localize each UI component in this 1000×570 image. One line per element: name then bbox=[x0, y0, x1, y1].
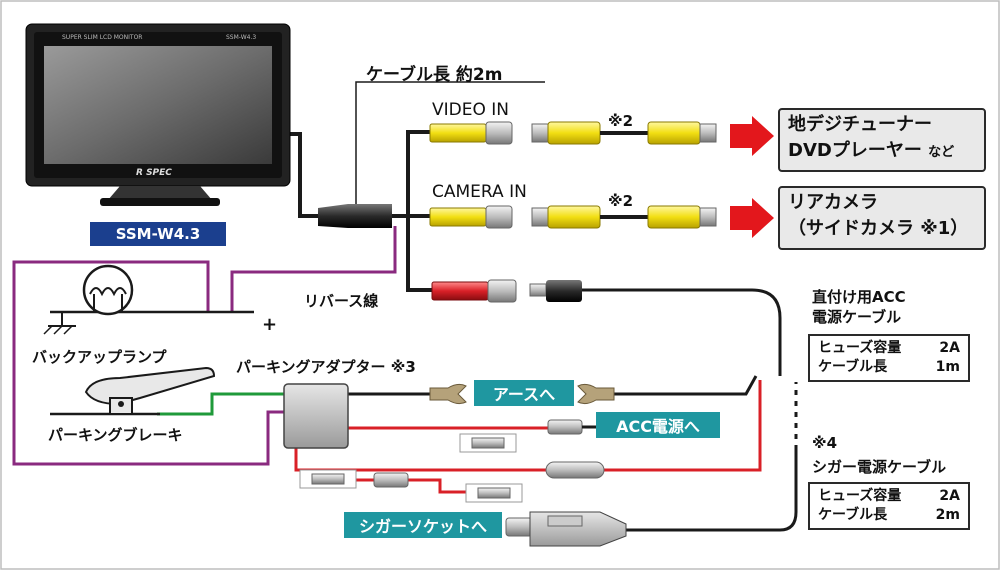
backup-lamp-label: バックアップランプ bbox=[32, 348, 167, 366]
camera-in-label: CAMERA IN bbox=[432, 182, 527, 202]
video-dest-line2: DVDプレーヤー など bbox=[788, 140, 955, 161]
video-dest-line1: 地デジチューナー bbox=[788, 114, 932, 135]
monitor-logo: R SPEC bbox=[136, 168, 172, 178]
camera-dest-line2: （サイドカメラ ※1） bbox=[788, 218, 969, 239]
cigar-cable-note: ※4 bbox=[812, 434, 838, 452]
video-note-label: ※2 bbox=[608, 112, 634, 130]
cigar-cable-title: シガー電源ケーブル bbox=[812, 458, 947, 476]
bullet-connectors bbox=[299, 419, 605, 503]
acc-cable-title-2: 電源ケーブル bbox=[812, 308, 902, 326]
monitor-bezel-left-text: SUPER SLIM LCD MONITOR bbox=[62, 34, 143, 41]
model-badge: SSM-W4.3 bbox=[90, 222, 226, 246]
power-connector-row bbox=[431, 279, 582, 303]
video-rca-row bbox=[429, 116, 774, 156]
parking-adapter-box bbox=[283, 383, 349, 449]
cigar-socket-tag: シガーソケットへ bbox=[344, 512, 502, 538]
cable-length-label: ケーブル長 約2m bbox=[366, 65, 503, 85]
earth-tag: アースへ bbox=[474, 380, 574, 406]
camera-dest-line1: リアカメラ bbox=[788, 192, 878, 213]
earth-terminals bbox=[429, 383, 615, 405]
video-in-label: VIDEO IN bbox=[432, 100, 509, 120]
parking-adapter-label: パーキングアダプター ※3 bbox=[236, 358, 416, 376]
camera-note-label: ※2 bbox=[608, 192, 634, 210]
monitor-illustration bbox=[25, 23, 291, 206]
video-destination-box: 地デジチューナー DVDプレーヤー など bbox=[778, 108, 986, 172]
parking-brake-illustration bbox=[50, 366, 216, 416]
acc-cable-title-1: 直付け用ACC bbox=[812, 288, 906, 306]
parking-brake-label: パーキングブレーキ bbox=[48, 426, 183, 444]
cigar-plug-illustration bbox=[505, 511, 627, 547]
reverse-wire-label: リバース線 bbox=[304, 292, 379, 310]
backup-lamp-illustration bbox=[43, 264, 254, 335]
acc-power-tag: ACC電源へ bbox=[596, 412, 720, 438]
camera-rca-row bbox=[429, 198, 774, 238]
camera-destination-box: リアカメラ （サイドカメラ ※1） bbox=[778, 186, 986, 250]
plus-sign: + bbox=[262, 314, 278, 335]
monitor-bezel-right-text: SSM-W4.3 bbox=[226, 34, 257, 41]
